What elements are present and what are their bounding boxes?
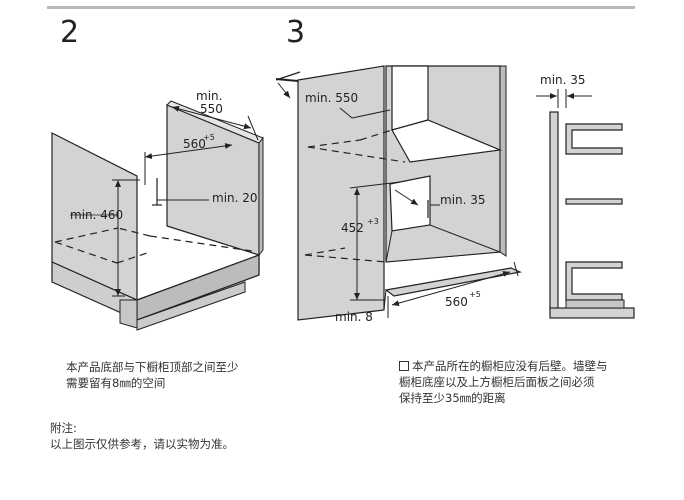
caption-2-line-1: 本产品底部与下橱柜顶部之间至少: [66, 360, 239, 374]
base-corner: [119, 299, 138, 329]
figure-4-side-clearance: min. 35: [536, 73, 635, 319]
caption-3-line-3: 保持至少35㎜的距离: [399, 391, 506, 405]
label-560b-sup: +5: [469, 290, 481, 299]
caption-3-line-2: 橱柜底座以及上方橱柜后面板之间必须: [399, 375, 595, 389]
label-min550: min. 550: [305, 91, 358, 105]
dim-560-b: [391, 270, 511, 307]
base-bottom-strip: [136, 281, 246, 331]
panel-edge-side: [258, 136, 264, 257]
right-side-panel: [166, 104, 260, 256]
caption-2-line-2: 需要留有8㎜的空间: [66, 376, 166, 390]
label-560b: 560: [445, 295, 468, 309]
footnote-text: 以上图示仅供参考，请以实物为准。: [50, 437, 234, 451]
caption-figure-2: 本产品底部与下橱柜顶部之间至少 需要留有8㎜的空间: [66, 359, 266, 391]
wall: [549, 111, 559, 311]
figure-3-tall-cabinet: min. 550 min. 35 452 +3 min. 8 560 +5: [275, 65, 522, 324]
upper-bracket: [565, 123, 623, 155]
footnote-title: 附注:: [50, 421, 77, 435]
floor: [549, 307, 635, 319]
label-452-sup: +3: [367, 217, 379, 226]
middle-shelf: [565, 198, 623, 205]
cabinet-hidden-lines: [304, 129, 406, 263]
lower-bracket: [565, 261, 623, 301]
label-min35-top: min. 35: [540, 73, 586, 87]
label-452: 452: [341, 221, 364, 235]
figure-2-base-cabinet: min. 550 560 +5 min. 20 min. 460: [51, 89, 264, 331]
label-560: 560: [183, 137, 206, 151]
label-min8: min. 8: [335, 310, 373, 324]
label-min20: min. 20: [212, 191, 258, 205]
step-number-3: 3: [286, 15, 306, 50]
top-divider: [47, 6, 635, 9]
dim-min-550: [171, 105, 252, 130]
step-number-2: 2: [60, 15, 80, 50]
caption-3-line-1: 本产品所在的橱柜应没有后壁。墙壁与: [412, 359, 608, 373]
dim-560: [144, 142, 233, 160]
label-min35-mid: min. 35: [440, 193, 486, 207]
label-min460: min. 460: [70, 208, 123, 222]
label-min550-b: 550: [200, 102, 223, 116]
checkbox-bullet-icon: [399, 361, 409, 371]
lower-shelf: [384, 267, 522, 297]
cavity-hidden-lines: [54, 227, 253, 264]
caption-figure-3: 本产品所在的橱柜应没有后壁。墙壁与 橱柜底座以及上方橱柜后面板之间必须 保持至少…: [399, 358, 649, 406]
label-min550-a: min.: [196, 89, 222, 103]
footnote: 附注: 以上图示仅供参考，请以实物为准。: [50, 420, 410, 452]
label-560-sup: +5: [203, 133, 215, 142]
